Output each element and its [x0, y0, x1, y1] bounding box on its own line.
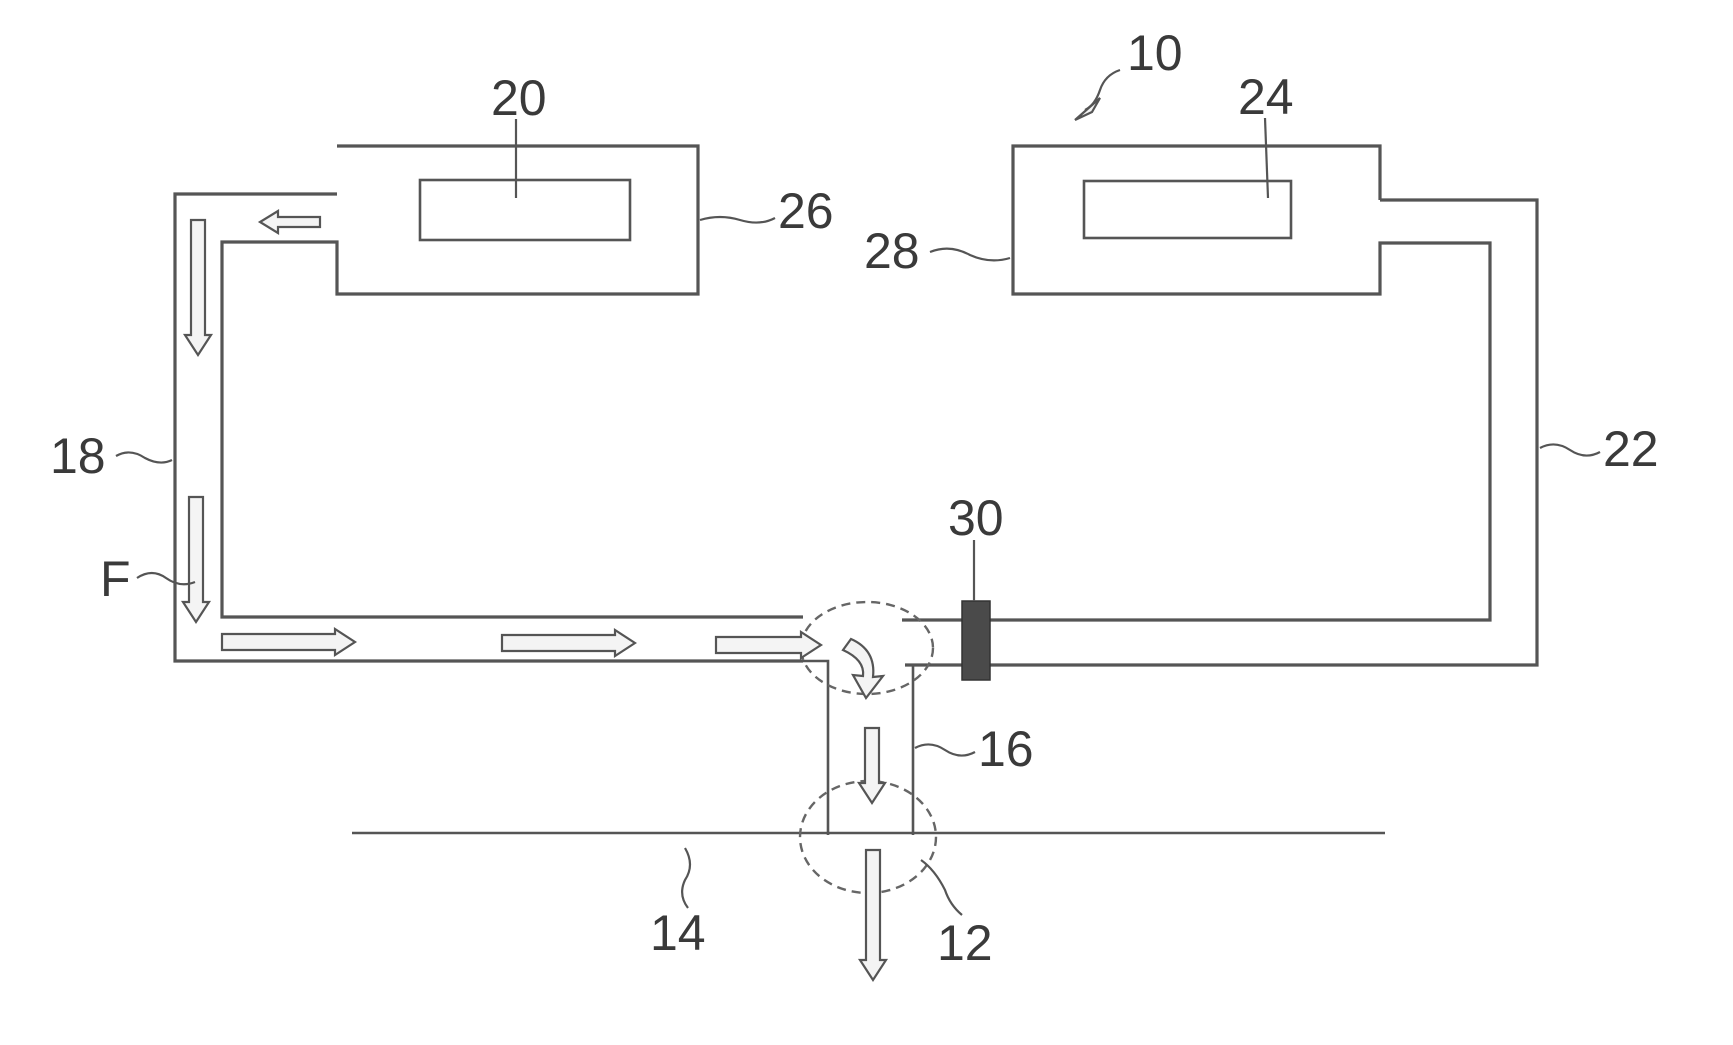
- flow-arrow-right-1: [222, 629, 355, 655]
- right-housing: [902, 146, 1490, 620]
- leader-18: [116, 452, 172, 462]
- leader-10-arrowhead: [1075, 98, 1100, 120]
- label-10: 10: [1127, 25, 1183, 81]
- leader-26: [700, 217, 775, 223]
- label-28: 28: [864, 223, 920, 279]
- branch-right-wall: [905, 665, 913, 835]
- right-component: [1084, 181, 1291, 238]
- flow-arrow-right-2: [502, 630, 635, 656]
- flow-arrow-down-2: [183, 497, 209, 622]
- leader-24: [1265, 118, 1268, 198]
- label-16: 16: [978, 721, 1034, 777]
- label-20: 20: [491, 70, 547, 126]
- label-14: 14: [650, 905, 706, 961]
- sensor-30: [962, 601, 990, 680]
- branch-left-wall: [803, 661, 828, 835]
- label-26: 26: [778, 183, 834, 239]
- flow-arrow-left-from-housing: [260, 211, 320, 233]
- label-24: 24: [1238, 69, 1294, 125]
- flow-arrow-down-outlet: [860, 850, 886, 980]
- flow-arrow-down-branch: [859, 728, 885, 803]
- label-30: 30: [948, 490, 1004, 546]
- leader-22: [1540, 444, 1600, 455]
- flow-arrow-right-3: [716, 632, 821, 658]
- right-duct-outer-wall: [905, 200, 1537, 665]
- label-12: 12: [937, 915, 993, 971]
- left-duct-outer-wall: [175, 194, 803, 661]
- leader-f: [137, 573, 195, 584]
- leader-12: [921, 860, 962, 915]
- left-component: [420, 180, 630, 240]
- label-f: F: [100, 551, 131, 607]
- label-22: 22: [1603, 421, 1659, 477]
- label-18: 18: [50, 428, 106, 484]
- flow-arrow-curved: [843, 639, 883, 698]
- leader-10: [1085, 70, 1120, 110]
- flow-arrow-down-1: [185, 220, 211, 355]
- leader-16: [915, 744, 975, 755]
- leader-28: [930, 249, 1010, 261]
- leader-14: [682, 848, 690, 908]
